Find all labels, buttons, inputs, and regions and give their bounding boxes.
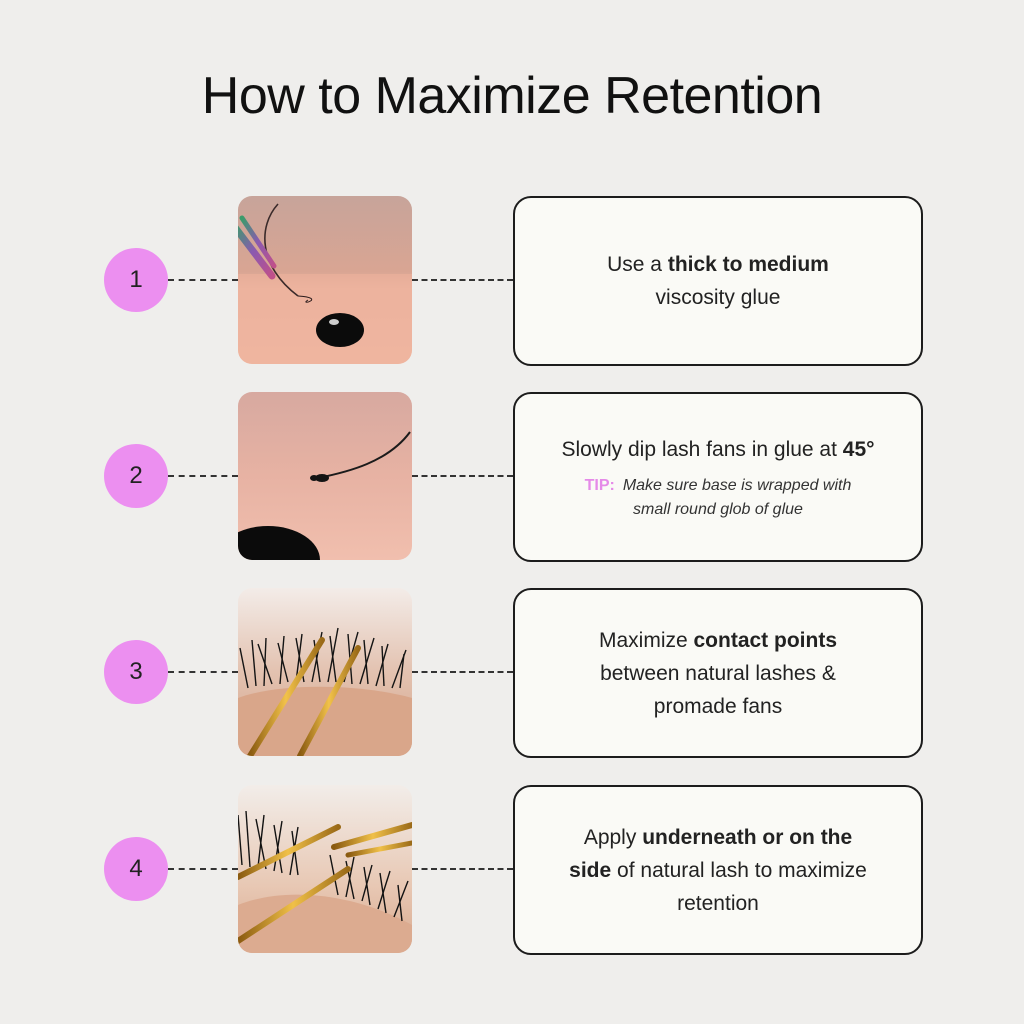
step-card: Apply underneath or on the side of natur…	[513, 785, 923, 955]
step-text-line: viscosity glue	[655, 286, 781, 309]
connector-line	[168, 868, 238, 870]
tip-text: TIP:Make sure base is wrapped with small…	[584, 476, 852, 518]
connector-line	[412, 475, 513, 477]
step-text-line: side of natural lash to maximize	[569, 858, 867, 882]
step-text-line: retention	[677, 891, 759, 915]
lash-fan-dip-photo	[238, 392, 412, 560]
step-text-line: between natural lashes &	[600, 661, 836, 685]
step-card: Use a thick to medium viscosity glue	[513, 196, 923, 366]
connector-line	[412, 671, 513, 673]
step-number-badge: 2	[104, 444, 168, 508]
step-card: Maximize contact points between natural …	[513, 588, 923, 758]
lash-application-photo	[238, 785, 412, 953]
connector-line	[168, 475, 238, 477]
connector-line	[412, 279, 513, 281]
step-number-badge: 3	[104, 640, 168, 704]
connector-line	[168, 279, 238, 281]
connector-line	[168, 671, 238, 673]
glue-drop-photo	[238, 196, 412, 364]
step-3: 3	[0, 588, 1024, 758]
step-text-line: Use a thick to medium	[607, 253, 829, 276]
tweezers-lashes-photo	[238, 588, 412, 756]
step-4: 4	[0, 785, 1024, 955]
step-text-line: Maximize contact points	[598, 628, 838, 652]
page-title: How to Maximize Retention	[201, 67, 823, 125]
step-text-line: Apply underneath or on the	[583, 825, 853, 849]
connector-line	[412, 868, 513, 870]
step-number-badge: 1	[104, 248, 168, 312]
step-card: Slowly dip lash fans in glue at 45° TIP:…	[513, 392, 923, 562]
step-number-badge: 4	[104, 837, 168, 901]
step-2: 2 Slowly dip lash fans in glue at 45° TI…	[0, 392, 1024, 562]
step-text-line: promade fans	[653, 694, 783, 718]
step-text-line: Slowly dip lash fans in glue at 45°	[561, 437, 875, 461]
step-1: 1	[0, 196, 1024, 366]
tip-label: TIP:	[584, 476, 615, 494]
